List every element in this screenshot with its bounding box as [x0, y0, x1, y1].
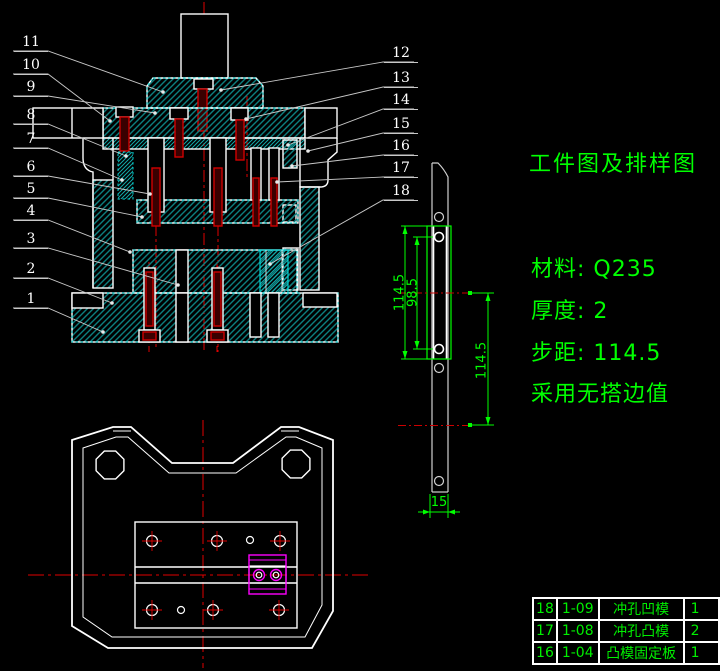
leader-label-5: 5 — [14, 182, 48, 199]
part-qty: 1 — [682, 641, 720, 665]
dim-pitch-right: 114.5 — [474, 341, 490, 380]
part-code: 1-09 — [555, 597, 600, 621]
dim-strip-width: 15 — [430, 495, 448, 510]
spring-column — [117, 151, 134, 200]
table-row: 17 1-08 冲孔凸模 2 — [532, 619, 720, 643]
leader-label-10: 10 — [14, 58, 48, 75]
part-code: 1-04 — [555, 641, 600, 665]
punches — [147, 137, 280, 227]
cap-screws — [115, 106, 249, 161]
leader-dots — [101, 88, 310, 334]
part-name: 凸模固定板 — [597, 641, 685, 665]
leader-label-4: 4 — [14, 204, 48, 221]
leader-label-17: 17 — [384, 161, 418, 178]
leader-label-1: 1 — [14, 292, 48, 309]
sheet-title: 工件图及排样图 — [529, 152, 698, 177]
bolt-holes — [142, 531, 290, 620]
plan-centerlines — [28, 420, 368, 668]
die-shank — [180, 13, 229, 79]
part-code: 1-08 — [555, 619, 600, 643]
strip-layout-view — [398, 162, 494, 518]
part-no: 16 — [532, 641, 558, 665]
parts-table: 18 1-09 冲孔凹模 1 17 1-08 冲孔凸模 2 16 1-04 凸模… — [532, 597, 720, 670]
part-qty: 2 — [682, 619, 720, 643]
die-plate-footprint — [134, 521, 298, 629]
spec-material: 材料: Q235 — [531, 257, 657, 282]
lower-seat-outline — [71, 426, 334, 649]
spec-edge-note: 采用无搭边值 — [531, 382, 670, 407]
lower-die-seat — [71, 292, 339, 343]
dimension-arrows — [402, 226, 491, 515]
part-no: 17 — [532, 619, 558, 643]
die-insert — [259, 249, 289, 294]
table-row: 18 1-09 冲孔凹模 1 — [532, 597, 720, 621]
leader-label-14: 14 — [384, 93, 418, 110]
dim-hole-span: 98.5 — [405, 278, 421, 307]
leader-label-11: 11 — [14, 35, 48, 52]
station-centerlines — [398, 292, 470, 426]
leader-label-18: 18 — [384, 184, 418, 201]
leader-label-13: 13 — [384, 71, 418, 88]
guide-hole-right — [281, 449, 311, 479]
leader-label-15: 15 — [384, 117, 418, 134]
spec-pitch: 步距: 114.5 — [531, 341, 662, 366]
leader-label-3: 3 — [14, 232, 48, 249]
dimension-lines — [401, 225, 494, 518]
leader-label-6: 6 — [14, 160, 48, 177]
part-qty: 1 — [682, 597, 720, 621]
backing-plate — [102, 137, 306, 150]
spec-thickness: 厚度: 2 — [531, 299, 609, 324]
bottom-screws — [138, 267, 229, 343]
leader-label-12: 12 — [384, 46, 418, 63]
leader-label-16: 16 — [384, 139, 418, 156]
insert-highlight — [248, 554, 287, 595]
leader-label-2: 2 — [14, 262, 48, 279]
leader-label-8: 8 — [14, 108, 48, 125]
table-row: 16 1-04 凸模固定板 1 — [532, 641, 720, 665]
guide-hole-left — [95, 450, 125, 480]
part-name: 冲孔凸模 — [597, 619, 685, 643]
leader-label-9: 9 — [14, 80, 48, 97]
section-view — [32, 2, 339, 352]
part-no: 18 — [532, 597, 558, 621]
bottom-plan-view — [28, 420, 368, 668]
leader-label-7: 7 — [14, 132, 48, 149]
part-name: 冲孔凹模 — [597, 597, 685, 621]
